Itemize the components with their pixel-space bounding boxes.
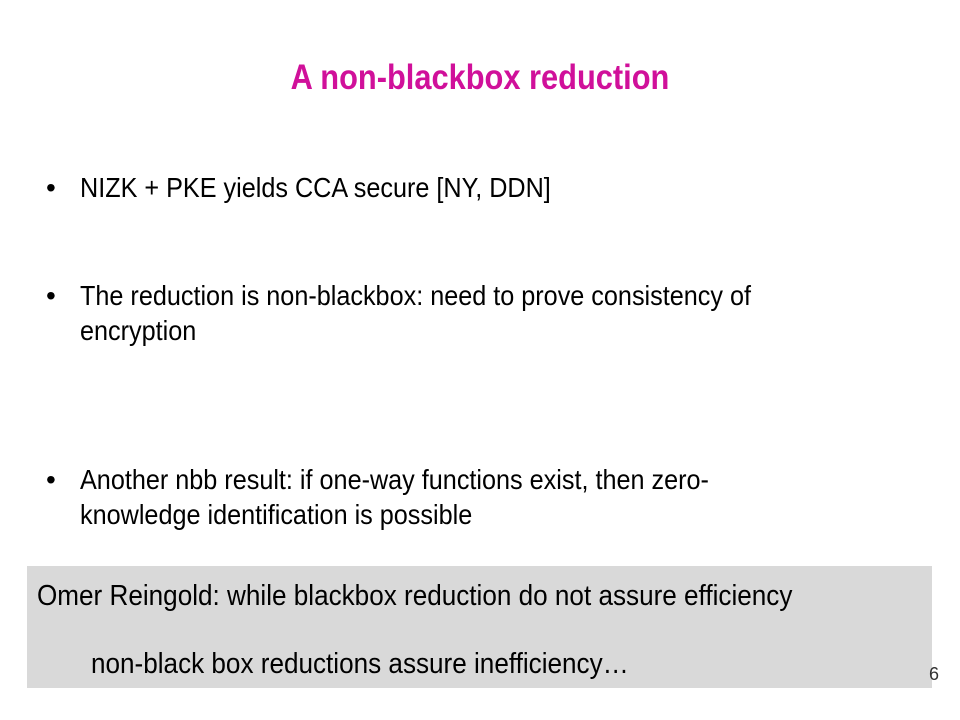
quote-line: non-black box reductions assure ineffici… bbox=[91, 648, 629, 680]
bullet-marker: • bbox=[46, 280, 56, 311]
bullet-item: • Another nbb result: if one-way functio… bbox=[46, 462, 906, 532]
bullet-marker: • bbox=[46, 172, 56, 203]
bullet-marker: • bbox=[46, 464, 56, 495]
bullet-item: • NIZK + PKE yields CCA secure [NY, DDN] bbox=[46, 170, 906, 205]
slide-title: A non-blackbox reduction bbox=[290, 58, 670, 97]
bullet-text: The reduction is non-blackbox: need to p… bbox=[80, 280, 751, 346]
bullet-text: NIZK + PKE yields CCA secure [NY, DDN] bbox=[80, 172, 551, 203]
page-number: 6 bbox=[929, 664, 940, 684]
quote-box: Omer Reingold: while blackbox reduction … bbox=[27, 566, 932, 688]
bullet-item: • The reduction is non-blackbox: need to… bbox=[46, 278, 906, 348]
bullet-text: Another nbb result: if one-way functions… bbox=[80, 464, 709, 530]
quote-line: Omer Reingold: while blackbox reduction … bbox=[37, 580, 793, 612]
